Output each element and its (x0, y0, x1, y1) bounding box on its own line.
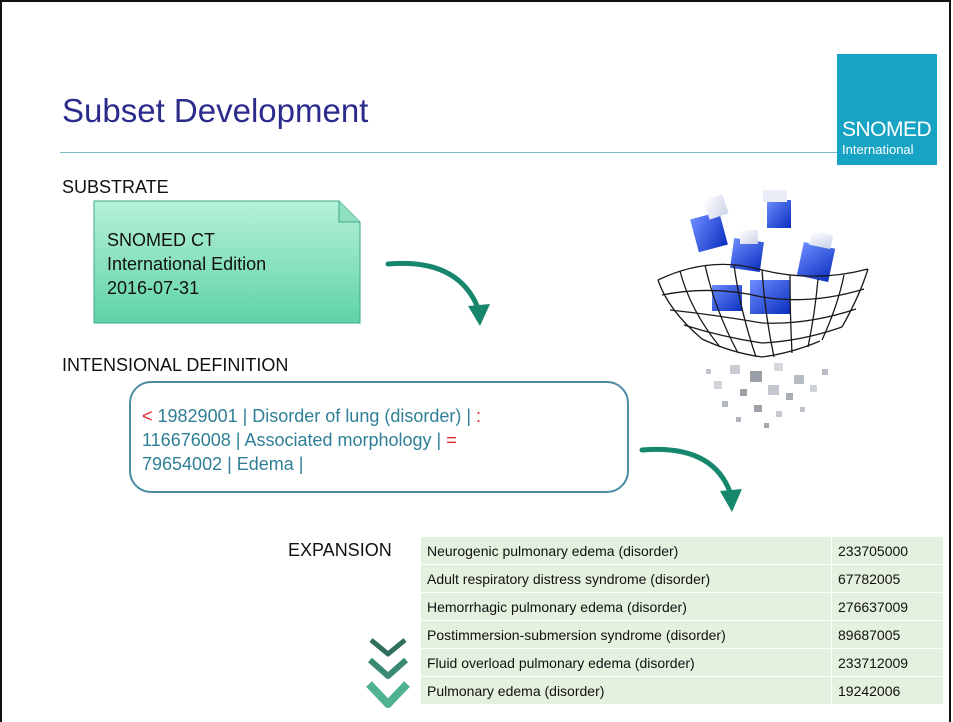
curved-arrow-icon (385, 260, 490, 326)
substrate-note: SNOMED CT International Edition 2016-07-… (93, 200, 361, 324)
expansion-label: EXPANSION (288, 540, 392, 560)
cube-net-illustration (657, 190, 869, 428)
concept-name: Postimmersion-submersion syndrome (disor… (420, 620, 832, 649)
concept-code: 89687005 (831, 620, 944, 649)
table-row: Postimmersion-submersion syndrome (disor… (420, 620, 944, 649)
concept-code: 19242006 (831, 676, 944, 705)
definition-expression: < 19829001 | Disorder of lung (disorder)… (142, 404, 481, 476)
concept-name: Neurogenic pulmonary edema (disorder) (420, 536, 832, 565)
note-shape (93, 200, 361, 324)
concept-name: Hemorrhagic pulmonary edema (disorder) (420, 592, 832, 621)
snomed-logo: SNOMED International (837, 54, 937, 165)
definition-line-3: 79654002 | Edema | (142, 454, 304, 474)
concept-code: 233712009 (831, 648, 944, 677)
concept-code: 276637009 (831, 592, 944, 621)
table-row: Neurogenic pulmonary edema (disorder)233… (420, 536, 944, 565)
logo-line-2: International (842, 142, 914, 157)
substrate-label: SUBSTRATE (62, 177, 169, 197)
table-row: Hemorrhagic pulmonary edema (disorder)27… (420, 592, 944, 621)
definition-box: < 19829001 | Disorder of lung (disorder)… (129, 381, 629, 493)
note-line-3: 2016-07-31 (107, 278, 200, 298)
attribute-concept: 116676008 | Associated morphology | (142, 430, 447, 450)
operator-refinement: : (476, 406, 482, 426)
definition-label: INTENSIONAL DEFINITION (62, 355, 289, 375)
chevron-down-icon (366, 638, 410, 708)
table-row: Fluid overload pulmonary edema (disorder… (420, 648, 944, 677)
concept-code: 233705000 (831, 536, 944, 565)
concept-name: Pulmonary edema (disorder) (420, 676, 832, 705)
logo-line-1: SNOMED (842, 118, 932, 141)
concept-name: Adult respiratory distress syndrome (dis… (420, 564, 832, 593)
substrate-note-text: SNOMED CT International Edition 2016-07-… (107, 228, 266, 300)
page-title: Subset Development (62, 92, 369, 129)
note-line-1: SNOMED CT (107, 230, 215, 250)
operator-equals: = (446, 430, 457, 450)
table-row: Pulmonary edema (disorder)19242006 (420, 676, 944, 705)
curved-arrow-icon (639, 446, 742, 512)
focus-concept: 19829001 | Disorder of lung (disorder) | (152, 406, 477, 426)
definition-line-1: < 19829001 | Disorder of lung (disorder)… (142, 404, 481, 428)
note-line-2: International Edition (107, 254, 267, 274)
expansion-table: Neurogenic pulmonary edema (disorder)233… (420, 536, 944, 705)
table-row: Adult respiratory distress syndrome (dis… (420, 564, 944, 593)
title-divider (60, 152, 886, 153)
definition-line-2: 116676008 | Associated morphology | = (142, 428, 481, 452)
concept-code: 67782005 (831, 564, 944, 593)
concept-name: Fluid overload pulmonary edema (disorder… (420, 648, 832, 677)
operator-descendant: < (142, 406, 153, 426)
